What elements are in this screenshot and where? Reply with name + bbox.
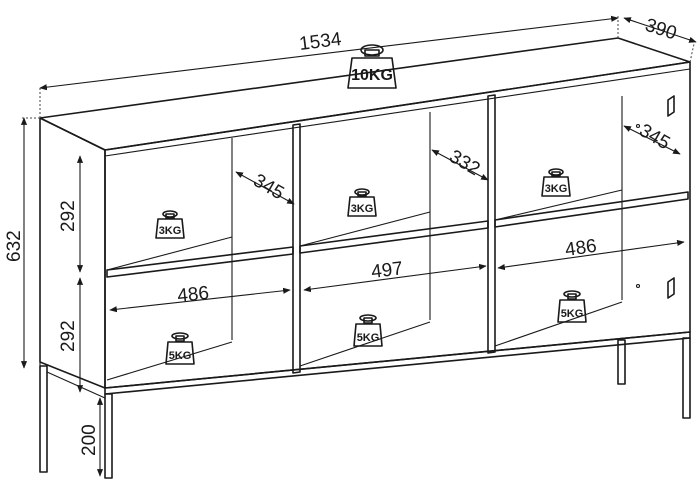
weight-upper-right-label: 3KG xyxy=(545,183,568,195)
base-rail xyxy=(104,331,691,395)
weight-top-label: 10KG xyxy=(351,67,393,84)
shelf-middle-label: 497 xyxy=(370,258,404,283)
ext-line xyxy=(689,43,695,63)
leg-rail-left xyxy=(46,371,106,399)
shelf-right-label: 486 xyxy=(564,236,598,261)
width-label: 1534 xyxy=(298,29,343,55)
bottom-mid-back xyxy=(299,321,431,367)
shelf-left-back xyxy=(106,236,233,271)
depth-left-dim-line xyxy=(235,171,295,205)
weight-upper-middle-icon: 3KG xyxy=(347,188,377,217)
depth-right-label: 345 xyxy=(636,120,674,154)
shelf-left xyxy=(106,246,294,278)
cabinet-body xyxy=(39,37,691,389)
depth-right-dim-line xyxy=(623,125,681,155)
leg-back-right xyxy=(617,339,626,385)
weight-lower-middle-icon: 5KG xyxy=(353,314,383,347)
depth-label: 390 xyxy=(642,15,679,45)
shelf-right xyxy=(494,191,689,228)
depth-dim-line xyxy=(623,17,697,43)
leg-front-right xyxy=(682,337,691,419)
cabinet-front xyxy=(104,61,691,389)
leg-back-left xyxy=(39,365,48,473)
upper-height-label: 292 xyxy=(58,200,79,232)
hinge-top-icon xyxy=(667,95,675,117)
weight-lower-right-label: 5KG xyxy=(561,308,584,320)
weight-top-icon: 10KG xyxy=(347,44,397,89)
leg-front-left xyxy=(104,393,113,479)
weight-lower-middle-label: 5KG xyxy=(357,332,380,344)
shelf-right-back xyxy=(494,189,623,221)
top-edge xyxy=(104,68,691,157)
dimension-lines xyxy=(20,15,697,477)
divider-left xyxy=(292,123,301,374)
weight-lower-left-label: 5KG xyxy=(169,350,192,362)
base-frame xyxy=(39,331,691,479)
weight-lower-left-icon: 5KG xyxy=(165,332,195,365)
shelf-left-dim-line xyxy=(109,287,291,313)
shelf-middle-back xyxy=(299,211,431,247)
weight-upper-left-icon: 3KG xyxy=(155,210,185,239)
shelf-middle xyxy=(299,220,489,254)
shelf-left-label: 486 xyxy=(176,283,210,307)
hole-icon xyxy=(635,123,641,129)
bottom-left-back xyxy=(106,341,233,381)
depth-left-label: 345 xyxy=(250,170,288,204)
bottom-right-back xyxy=(494,301,623,347)
divider-right xyxy=(487,94,496,354)
depth-middle-dim-line xyxy=(431,149,489,181)
shelf-middle-dim-line xyxy=(303,263,487,293)
weight-upper-right-icon: 3KG xyxy=(541,168,571,197)
width-dim-line xyxy=(39,15,619,91)
hinge-bottom-icon xyxy=(667,277,675,299)
hole-icon xyxy=(635,283,641,289)
lower-height-label: 292 xyxy=(58,320,79,352)
weight-upper-left-label: 3KG xyxy=(159,225,182,237)
weight-lower-right-icon: 5KG xyxy=(557,290,587,323)
weight-upper-middle-label: 3KG xyxy=(351,203,374,215)
shelf-right-dim-line xyxy=(497,239,685,271)
height-label: 632 xyxy=(4,230,25,262)
leg-height-label: 200 xyxy=(79,424,100,456)
